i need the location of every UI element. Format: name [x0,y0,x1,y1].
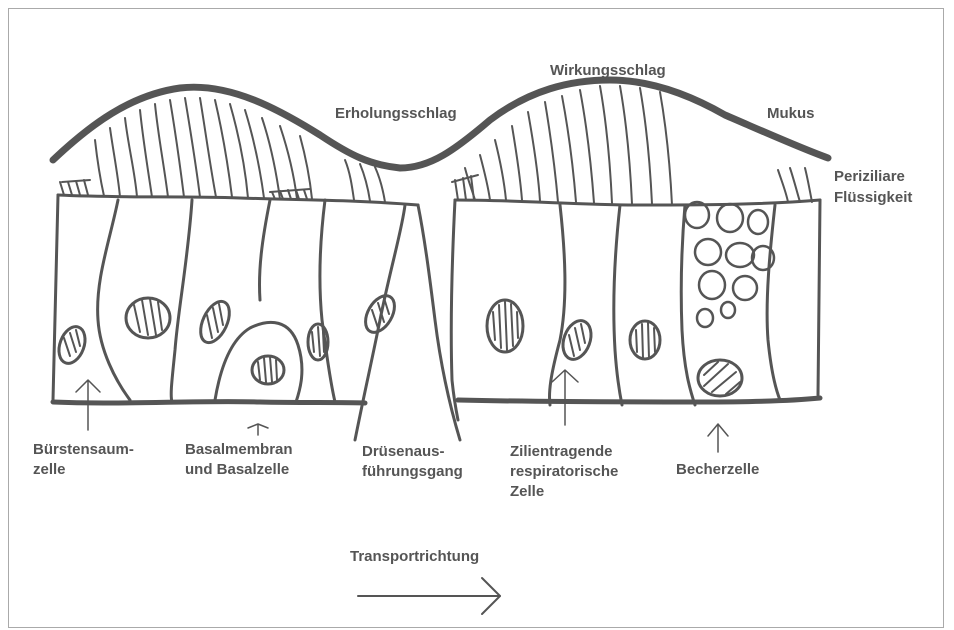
nucleus [487,300,523,352]
apical-line [58,195,418,205]
label-respiratorische: respiratorische [510,462,618,482]
label-pointers [76,370,728,452]
label-druesenaus: Drüsenaus- [362,442,445,462]
label-basalmembran: Basalmembran [185,440,293,460]
apical-line-right [455,200,820,205]
pointer-zilien [552,370,578,425]
nucleus [698,360,742,396]
label-periziliare: Periziliare [834,167,905,187]
pointer-basal [248,424,268,435]
label-fluessigkeit: Flüssigkeit [834,188,912,208]
pointer-becher [708,424,728,452]
transport-arrow [358,578,500,614]
label-fuehrungsgang: führungsgang [362,462,463,482]
label-transportrichtung: Transportrichtung [350,547,479,567]
nucleus [630,321,660,359]
goblet-vesicles [685,202,774,327]
basement-membrane-left [53,402,365,403]
mucus-layer [53,80,828,168]
nucleus [126,298,170,338]
label-buerstensaum-zelle: zelle [33,460,66,480]
label-wirkungsschlag: Wirkungsschlag [550,61,666,81]
label-erholungsschlag: Erholungsschlag [335,104,457,124]
label-becherzelle: Becherzelle [676,460,759,480]
label-zelle: Zelle [510,482,544,502]
nucleus [195,297,235,347]
label-mukus: Mukus [767,104,815,124]
periciliary-hatch-right [452,175,478,200]
cells-right [549,200,820,405]
label-buerstensaum: Bürstensaum- [33,440,134,460]
label-basalzelle: und Basalzelle [185,460,289,480]
label-zilientragende: Zilientragende [510,442,613,462]
nucleus [252,356,284,384]
nucleus [54,323,90,367]
nuclei [54,291,742,396]
basement-membrane-right [458,398,820,402]
